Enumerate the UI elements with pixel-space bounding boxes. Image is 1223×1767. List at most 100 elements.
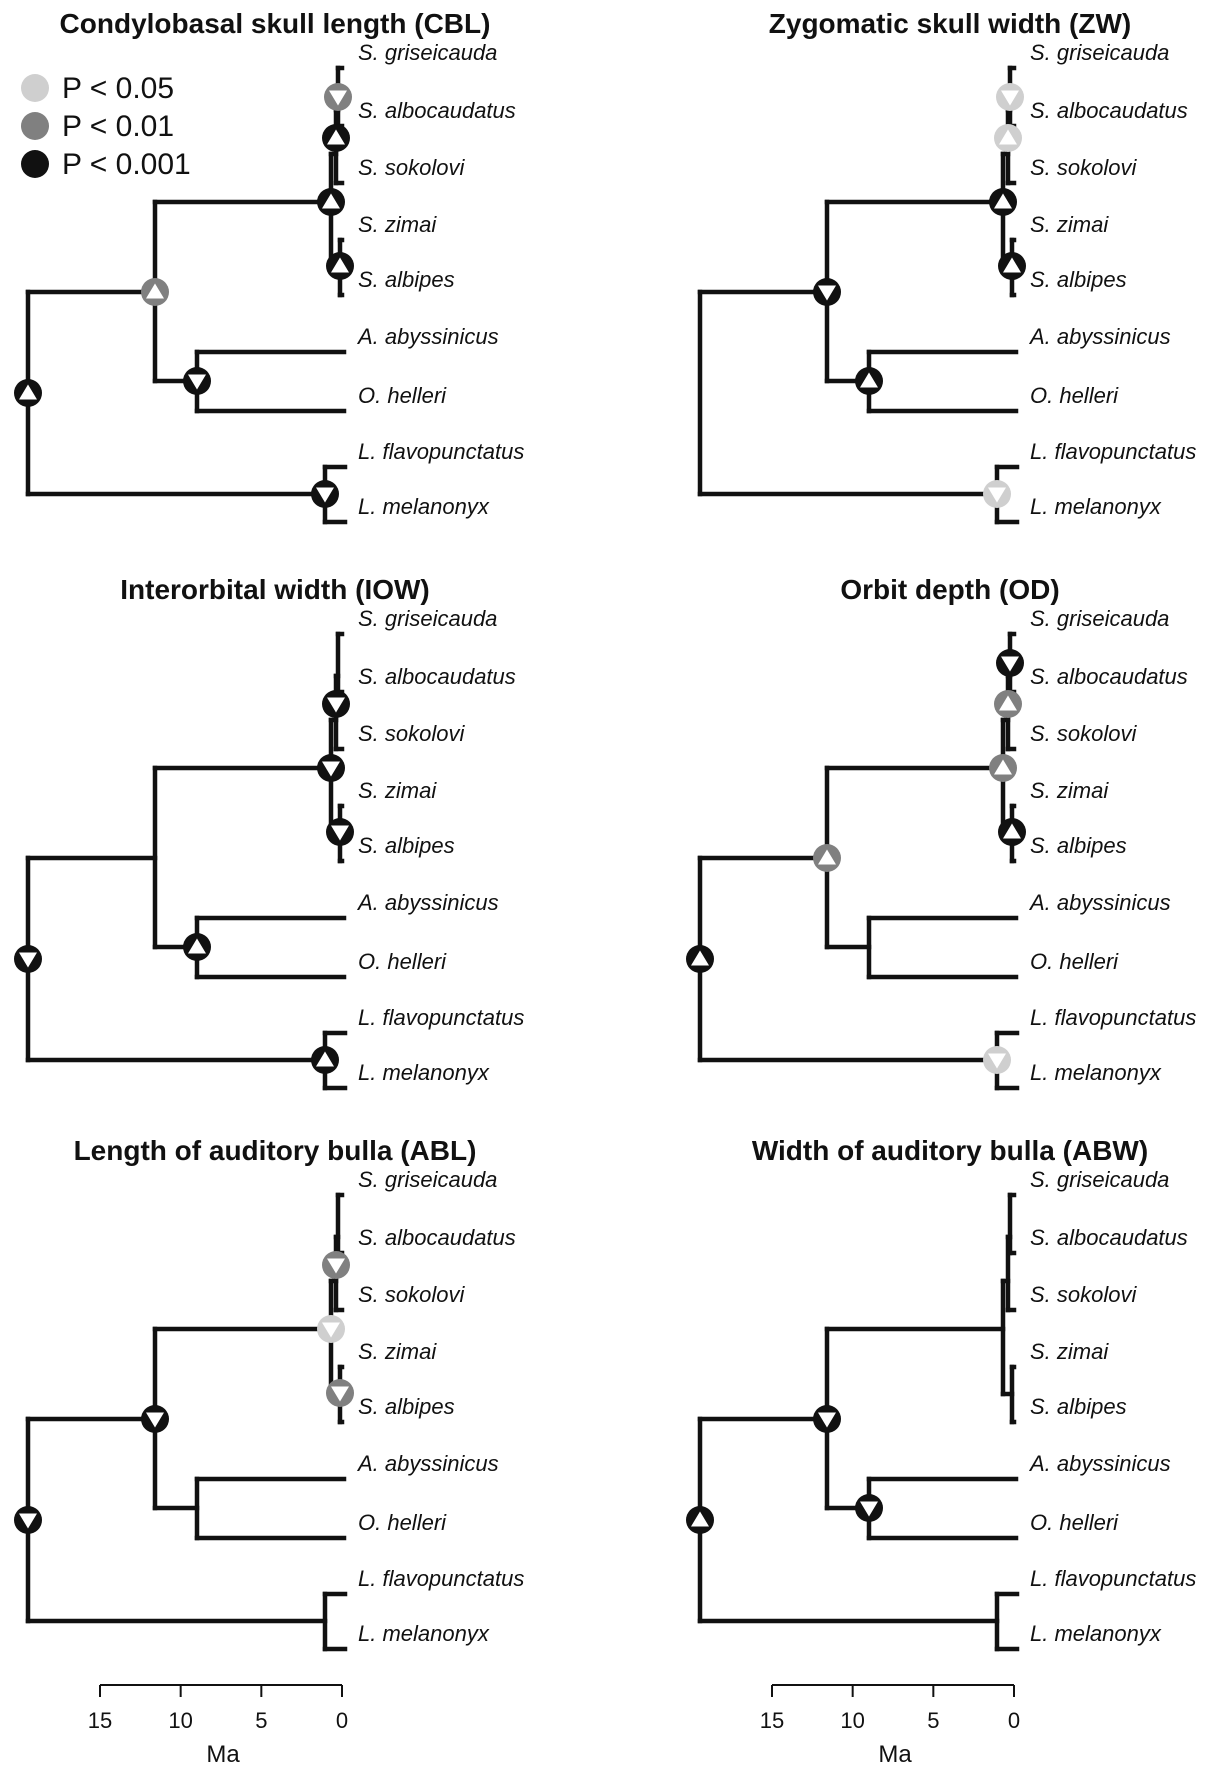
tick-label: 5 [927, 1708, 939, 1733]
tip-label-o-helleri: O. helleri [1030, 1510, 1119, 1535]
tip-label-s-griseicauda: S. griseicauda [358, 606, 497, 631]
tip-label-s-griseicauda: S. griseicauda [358, 40, 497, 65]
tip-label-s-albipes: S. albipes [1030, 833, 1127, 858]
tip-label-s-griseicauda: S. griseicauda [1030, 606, 1169, 631]
tick-label: 5 [255, 1708, 267, 1733]
node-marker-sao [813, 844, 841, 872]
panel-title: Condylobasal skull length (CBL) [60, 8, 491, 39]
tip-label-s-zimai: S. zimai [1030, 778, 1109, 803]
tip-label-l-flavopunctatus: L. flavopunctatus [1030, 439, 1196, 464]
tip-label-s-albocaudatus: S. albocaudatus [1030, 1225, 1188, 1250]
node-marker-s-crown [317, 188, 345, 216]
tip-label-l-flavopunctatus: L. flavopunctatus [1030, 1005, 1196, 1030]
node-marker-s-albo [994, 124, 1022, 152]
tip-label-a-abyssinicus: A. abyssinicus [356, 890, 499, 915]
tree-panel-6: Width of auditory bulla (ABW)S. griseica… [686, 1135, 1196, 1652]
tip-label-a-abyssinicus: A. abyssinicus [1028, 890, 1171, 915]
panel-title: Zygomatic skull width (ZW) [769, 8, 1131, 39]
node-marker-sao [813, 1405, 841, 1433]
tick-label: 0 [1008, 1708, 1020, 1733]
tip-label-l-melanonyx: L. melanonyx [1030, 1621, 1162, 1646]
tip-label-l-melanonyx: L. melanonyx [1030, 1060, 1162, 1085]
tip-label-l-melanonyx: L. melanonyx [1030, 494, 1162, 519]
tip-label-s-sokolovi: S. sokolovi [358, 1282, 465, 1307]
legend-label: P < 0.01 [62, 110, 174, 143]
tip-label-o-helleri: O. helleri [1030, 949, 1119, 974]
panel-title: Orbit depth (OD) [840, 574, 1059, 605]
legend-label: P < 0.05 [62, 72, 174, 105]
node-marker-s-albo [994, 690, 1022, 718]
tip-label-s-albocaudatus: S. albocaudatus [1030, 664, 1188, 689]
node-marker-l [983, 1046, 1011, 1074]
legend-swatch [21, 112, 49, 140]
tree-panel-3: Interorbital width (IOW)S. griseicaudaS.… [14, 574, 524, 1091]
tip-label-s-zimai: S. zimai [358, 212, 437, 237]
panel-title: Length of auditory bulla (ABL) [74, 1135, 477, 1166]
tree-panel-5: Length of auditory bulla (ABL)S. griseic… [14, 1135, 524, 1652]
node-marker-s-albo [322, 690, 350, 718]
node-marker-l [311, 1046, 339, 1074]
tip-label-l-flavopunctatus: L. flavopunctatus [358, 1005, 524, 1030]
node-marker-s-albo [322, 124, 350, 152]
legend-item-p05: P < 0.05 [21, 72, 174, 105]
node-marker-s-zimai [326, 1379, 354, 1407]
tip-label-s-zimai: S. zimai [358, 1339, 437, 1364]
node-marker-ao [855, 1494, 883, 1522]
tip-label-s-albipes: S. albipes [358, 833, 455, 858]
tip-label-o-helleri: O. helleri [358, 949, 447, 974]
tip-label-s-sokolovi: S. sokolovi [358, 155, 465, 180]
tip-label-o-helleri: O. helleri [358, 383, 447, 408]
node-marker-ao [183, 367, 211, 395]
tip-label-s-sokolovi: S. sokolovi [358, 721, 465, 746]
tip-label-s-sokolovi: S. sokolovi [1030, 1282, 1137, 1307]
tip-label-l-flavopunctatus: L. flavopunctatus [1030, 1566, 1196, 1591]
legend-swatch [21, 74, 49, 102]
tip-label-o-helleri: O. helleri [358, 1510, 447, 1535]
panel-title: Interorbital width (IOW) [120, 574, 430, 605]
node-marker-s-crown [317, 1315, 345, 1343]
tree-panel-1: Condylobasal skull length (CBL)S. grisei… [14, 8, 524, 525]
tip-label-l-flavopunctatus: L. flavopunctatus [358, 1566, 524, 1591]
node-marker-s-crown [317, 754, 345, 782]
node-marker-ao [855, 367, 883, 395]
node-marker-sao [141, 1405, 169, 1433]
tip-label-l-melanonyx: L. melanonyx [358, 494, 490, 519]
legend-item-p01: P < 0.01 [21, 110, 174, 143]
tip-label-a-abyssinicus: A. abyssinicus [1028, 1451, 1171, 1476]
tree-panels: Condylobasal skull length (CBL)S. grisei… [14, 8, 1196, 1652]
tip-label-a-abyssinicus: A. abyssinicus [356, 1451, 499, 1476]
node-marker-s-zimai [326, 252, 354, 280]
node-marker-root [14, 1506, 42, 1534]
axis-label: Ma [878, 1741, 912, 1767]
tip-label-a-abyssinicus: A. abyssinicus [356, 324, 499, 349]
tip-label-s-griseicauda: S. griseicauda [1030, 1167, 1169, 1192]
tip-label-a-abyssinicus: A. abyssinicus [1028, 324, 1171, 349]
node-marker-grisei-tip [324, 83, 352, 111]
legend-label: P < 0.001 [62, 148, 191, 181]
node-marker-s-zimai [326, 818, 354, 846]
tip-label-s-sokolovi: S. sokolovi [1030, 155, 1137, 180]
node-marker-sao [813, 278, 841, 306]
node-marker-s-albo [322, 1251, 350, 1279]
node-marker-s-crown [989, 754, 1017, 782]
tip-label-s-albocaudatus: S. albocaudatus [358, 98, 516, 123]
legend-swatch [21, 150, 49, 178]
tree-panel-4: Orbit depth (OD)S. griseicauda S. albocau… [686, 574, 1196, 1091]
node-marker-root [686, 1506, 714, 1534]
tick-label: 15 [88, 1708, 112, 1733]
panel-title: Width of auditory bulla (ABW) [752, 1135, 1148, 1166]
node-marker-sao [141, 278, 169, 306]
node-marker-s-crown [989, 188, 1017, 216]
node-marker-s-zimai [998, 818, 1026, 846]
tip-label-l-melanonyx: L. melanonyx [358, 1621, 490, 1646]
node-marker-root [14, 379, 42, 407]
node-marker-s-zimai [998, 252, 1026, 280]
tick-label: 10 [168, 1708, 192, 1733]
tip-label-s-albipes: S. albipes [358, 267, 455, 292]
tip-label-s-zimai: S. zimai [358, 778, 437, 803]
tip-label-s-albipes: S. albipes [1030, 267, 1127, 292]
node-marker-root [686, 945, 714, 973]
tip-label-s-sokolovi: S. sokolovi [1030, 721, 1137, 746]
